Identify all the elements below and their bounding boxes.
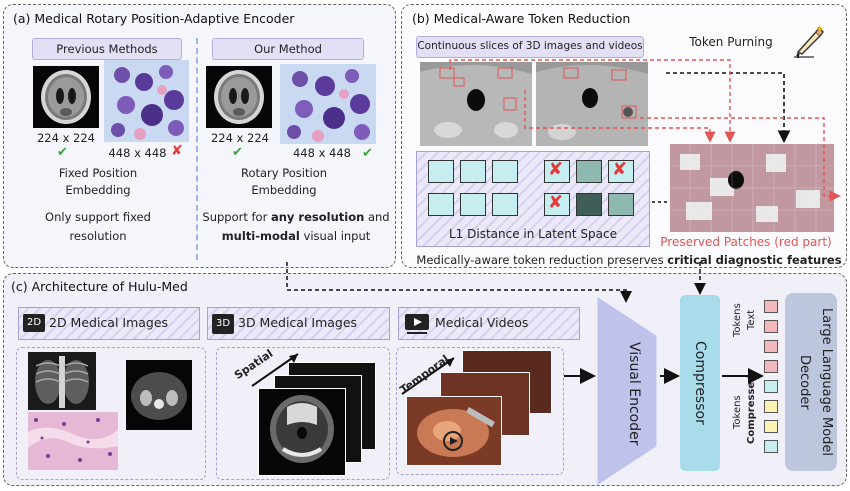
modality-2d-label: 2D Medical Images (49, 315, 169, 330)
chest-xray-image (28, 352, 96, 410)
text-token (764, 300, 778, 313)
latent-cell (576, 160, 602, 183)
ours-note-line1: Support for any resolution and (202, 210, 390, 224)
check-icon: ✔ (57, 145, 68, 160)
cross-icon: ✘ (548, 192, 564, 213)
latent-cell (428, 160, 454, 183)
videos-box (396, 347, 564, 475)
compressor-label: Compressor (692, 341, 708, 425)
modality-2d-header: 2D 2D Medical Images (18, 307, 200, 340)
modality-3d-header: 3D 3D Medical Images (207, 307, 390, 340)
ct-stack-front (258, 388, 346, 476)
images-3d-box (216, 347, 390, 480)
latent-cell (428, 193, 454, 216)
previous-embedding-line1: Fixed Position (58, 166, 138, 180)
our-method-header: Our Method (212, 38, 364, 60)
previous-note-line2: resolution (69, 229, 127, 243)
pruned-cell (544, 160, 570, 183)
previous-embedding-line2: Embedding (65, 183, 131, 197)
histology-image (28, 412, 118, 470)
check-icon: ✔ (232, 145, 243, 160)
modality-video-header: Medical Videos (398, 307, 580, 340)
pruned-cell (608, 160, 634, 183)
compressed-token (764, 420, 778, 433)
slices-label: Continuous slices of 3D images and video… (416, 36, 644, 58)
pen-icon (794, 25, 824, 58)
ct-brain-image-ours (206, 66, 272, 128)
modality-3d-label: 3D Medical Images (238, 315, 358, 330)
latent-cell (460, 160, 486, 183)
previous-note-line1: Only support fixed (45, 210, 151, 224)
panel-b-title: (b) Medical-Aware Token Reduction (412, 11, 631, 26)
2d-icon: 2D (23, 314, 45, 332)
llm-decoder-block (785, 293, 837, 471)
blood-smear-image-ours (280, 64, 376, 144)
3d-icon: 3D (212, 314, 234, 334)
modality-video-label: Medical Videos (435, 315, 529, 330)
llm-decoder-label-2: Decoder (797, 354, 812, 410)
latent-cell (492, 193, 518, 216)
blood-smear-image-previous (104, 60, 189, 142)
text-token (764, 320, 778, 333)
llm-decoder-label-1: Large Language Model (819, 307, 834, 457)
ours-embedding-line2: Embedding (251, 183, 317, 197)
ours-size-large: 448 x 448 (292, 146, 352, 160)
visual-encoder-label: Visual Encoder (626, 342, 642, 446)
preserved-patches-image (670, 144, 834, 232)
previous-size-small: 224 x 224 (36, 131, 96, 145)
previous-methods-header: Previous Methods (32, 38, 182, 60)
ct-slice-image-1 (420, 62, 532, 146)
text-token (764, 360, 778, 373)
ct-slice-image-2 (536, 62, 648, 146)
latent-cell (576, 193, 602, 216)
visual-encoder-shape (597, 297, 657, 485)
pruned-cell (544, 193, 570, 216)
check-icon: ✔ (362, 146, 373, 161)
compressed-token (764, 400, 778, 413)
compressed-token (764, 440, 778, 453)
ours-note-line2: multi-modal visual input (221, 229, 371, 243)
cross-icon: ✘ (548, 159, 564, 180)
token-reduction-caption: Medically-aware token reduction preserve… (416, 253, 842, 267)
compressed-token (764, 380, 778, 393)
abdominal-ct-image (126, 360, 192, 430)
cross-icon: ✘ (612, 159, 628, 180)
latent-space-label: L1 Distance in Latent Space (449, 227, 617, 241)
latent-cell (460, 193, 486, 216)
cross-icon: ✘ (171, 143, 183, 159)
token-purning-label: Token Purning (689, 35, 773, 49)
temporal-arrow (401, 357, 455, 395)
panel-a-divider (196, 38, 198, 260)
previous-size-large: 448 x 448 (108, 146, 167, 160)
latent-cell (492, 160, 518, 183)
compressor-block (680, 295, 720, 471)
ct-brain-image-previous (33, 66, 99, 128)
video-frame-front (406, 396, 502, 466)
spatial-arrow (251, 353, 299, 387)
images-2d-box (16, 347, 206, 480)
latent-cell (608, 193, 634, 216)
preserved-patches-label: Preserved Patches (red part) (660, 235, 832, 249)
text-token (764, 340, 778, 353)
panel-a-title: (a) Medical Rotary Position-Adaptive Enc… (13, 11, 295, 26)
panel-c-title: (c) Architecture of Hulu-Med (11, 279, 188, 294)
video-icon (405, 314, 429, 334)
ours-size-small: 224 x 224 (210, 131, 270, 145)
ours-embedding-line1: Rotary Position (240, 166, 328, 180)
